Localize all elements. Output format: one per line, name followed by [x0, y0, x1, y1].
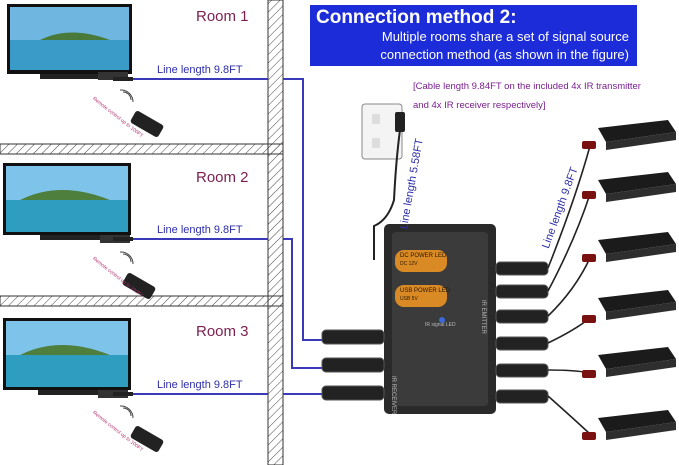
- vertical-wall: [267, 0, 284, 465]
- emitter-jacks: [495, 261, 549, 404]
- emitter-cables: [547, 145, 591, 435]
- banner-line-2: connection method (as shown in the figur…: [380, 47, 629, 62]
- remote-icon-2: [122, 273, 156, 299]
- source-device-5: [582, 347, 676, 378]
- wall-outlet: [361, 103, 405, 160]
- ir-emitter-label: IR EMITTER: [480, 300, 486, 334]
- banner-title: Connection method 2:: [316, 7, 517, 28]
- title-banner: Connection method 2: Multiple rooms shar…: [310, 5, 637, 66]
- ir-receiver-head-3: [113, 392, 133, 396]
- ir-repeater-unit: [384, 224, 496, 414]
- ir-receiver-head-1: [113, 77, 133, 81]
- tv-room-2: [3, 163, 131, 243]
- dc-power-sub: DC 12V: [400, 261, 418, 267]
- source-device-3: [582, 232, 676, 262]
- line-length-room-1: Line length 9.8FT: [157, 64, 243, 76]
- tv-room-1: [7, 4, 132, 80]
- room-label-1: Room 1: [196, 8, 249, 25]
- ir-receiver-label: IR RECEIVER: [390, 376, 396, 415]
- floor-slab-1: [0, 143, 284, 155]
- line-length-room-3: Line length 9.8FT: [157, 379, 243, 391]
- dc-power-label: DC POWER LED: [400, 253, 447, 259]
- remote-icon-1: [130, 111, 164, 137]
- receiver-jacks: [321, 329, 385, 401]
- usb-power-sub: USB 5V: [400, 296, 418, 302]
- source-device-4: [582, 290, 676, 323]
- cable-note-line-2: and 4x IR receiver respectively]: [413, 100, 546, 111]
- usb-power-label: USB POWER LED: [400, 288, 451, 294]
- remote-icon-3: [130, 426, 164, 452]
- tv-room-3: [3, 318, 131, 398]
- room-label-2: Room 2: [196, 169, 249, 186]
- room-label-3: Room 3: [196, 323, 249, 340]
- source-device-6: [582, 410, 676, 440]
- ir-receiver-head-2: [113, 237, 133, 241]
- source-device-1: [582, 120, 676, 150]
- banner-line-1: Multiple rooms share a set of signal sou…: [381, 29, 629, 44]
- source-device-2: [582, 172, 676, 202]
- line-length-room-2: Line length 9.8FT: [157, 224, 243, 236]
- ir-signal-led-label: IR signal LED: [425, 322, 456, 328]
- cable-note-line-1: [Cable length 9.84FT on the included 4x …: [413, 81, 641, 92]
- power-cable: [373, 129, 401, 260]
